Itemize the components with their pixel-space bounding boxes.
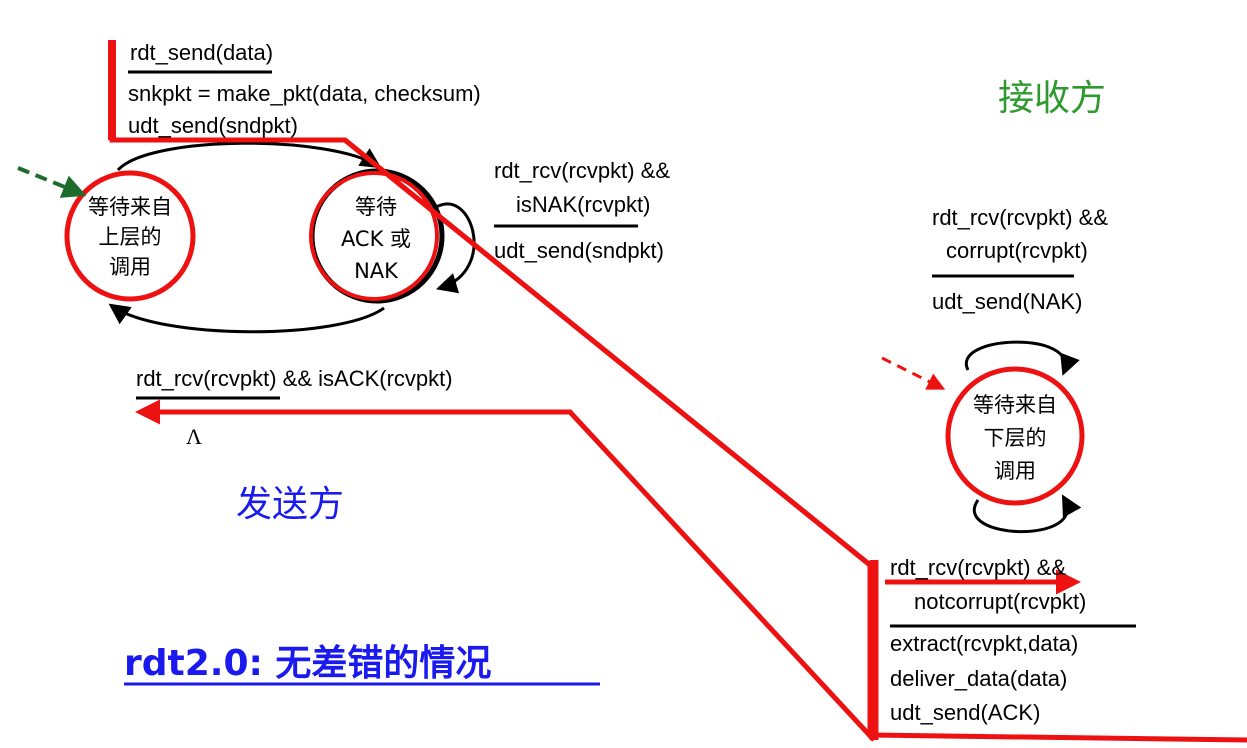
receiver-state-line2: 下层的 xyxy=(984,426,1047,450)
sender-send-event: rdt_send(data) xyxy=(130,40,273,65)
sender-state-wait-call-line2: 上层的 xyxy=(99,225,162,249)
sender-initial-arrow xyxy=(17,166,87,198)
sender-send-action-2: udt_send(sndpkt) xyxy=(128,113,298,138)
receiver-state-wait-call xyxy=(945,366,1085,506)
sender-state-wait-ack-line3: NAK xyxy=(354,259,399,283)
receiver-ok-action-1: extract(rcvpkt,data) xyxy=(890,631,1078,656)
transition-call-to-wait-ack xyxy=(116,141,382,172)
receiver-corrupt-event-2: corrupt(rcvpkt) xyxy=(946,238,1088,263)
receiver-ok-action-3: udt_send(ACK) xyxy=(890,700,1040,725)
receiver-ok-event-2: notcorrupt(rcvpkt) xyxy=(914,589,1086,614)
sender-ack-event: rdt_rcv(rcvpkt) && isACK(rcvpkt) xyxy=(136,366,453,391)
sender-state-wait-call-line3: 调用 xyxy=(109,255,151,279)
receiver-initial-arrow xyxy=(881,356,946,390)
receiver-state-line3: 调用 xyxy=(994,459,1036,483)
transition-nak-self-loop xyxy=(431,202,476,294)
receiver-corrupt-event-1: rdt_rcv(rcvpkt) && xyxy=(932,205,1108,230)
transition-wait-ack-to-call xyxy=(108,303,385,334)
receiver-label: 接收方 xyxy=(998,78,1106,119)
receiver-state-line1: 等待来自 xyxy=(973,393,1057,417)
sender-nak-event-2: isNAK(rcvpkt) xyxy=(516,192,650,217)
sender-state-wait-ack xyxy=(309,171,439,301)
receiver-ok-event-1: rdt_rcv(rcvpkt) && xyxy=(890,555,1066,580)
sender-nak-event-1: rdt_rcv(rcvpkt) && xyxy=(494,158,670,183)
highlight-diag-to-receiver xyxy=(343,138,872,567)
sender-ack-action-lambda: Λ xyxy=(186,424,202,449)
receiver-corrupt-self-loop xyxy=(964,340,1080,376)
sender-state-wait-call-line1: 等待来自 xyxy=(88,195,172,219)
sender-nak-action: udt_send(sndpkt) xyxy=(494,238,664,263)
page-title: rdt2.0: 无差错的情况 xyxy=(124,643,491,684)
receiver-ok-action-2: deliver_data(data) xyxy=(890,666,1067,691)
sender-state-wait-call xyxy=(64,170,196,302)
sender-send-action-1: snkpkt = make_pkt(data, checksum) xyxy=(128,81,481,106)
receiver-ok-self-loop xyxy=(973,494,1082,534)
sender-label: 发送方 xyxy=(236,484,344,525)
sender-state-wait-ack-line2: ACK 或 xyxy=(341,227,411,251)
receiver-corrupt-action: udt_send(NAK) xyxy=(932,289,1082,314)
sender-state-wait-ack-line1: 等待 xyxy=(355,195,397,219)
highlight-return-path xyxy=(135,399,876,742)
